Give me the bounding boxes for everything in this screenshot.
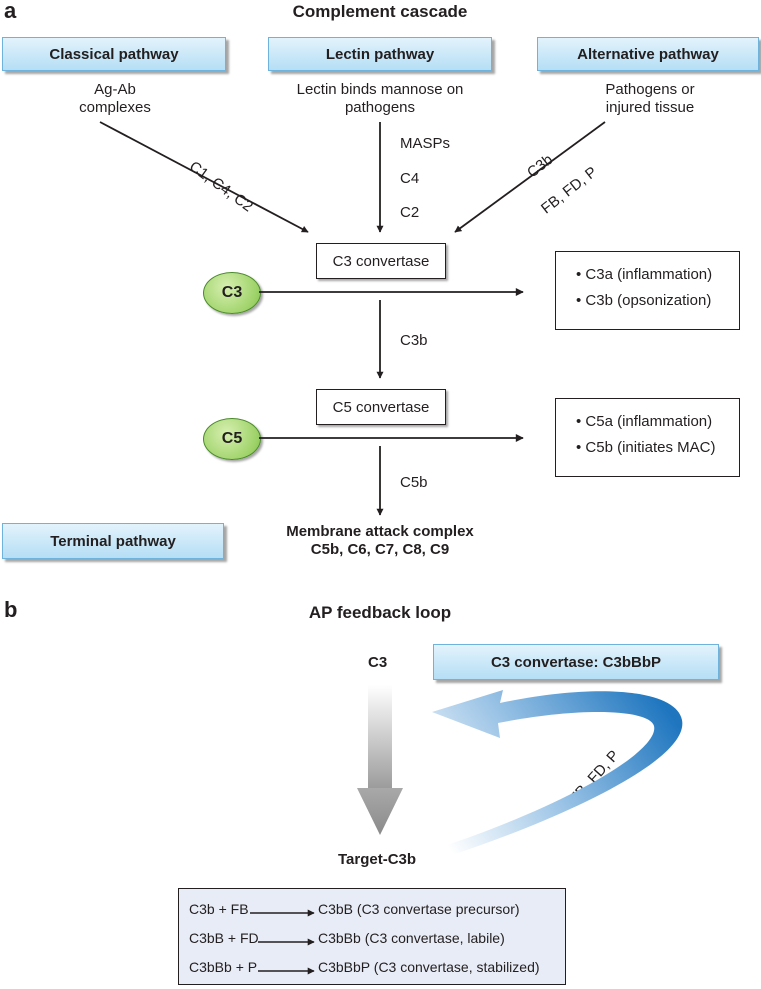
classical-arrow xyxy=(99,121,309,233)
reaction-right: C3bB (C3 convertase precursor) xyxy=(318,901,520,917)
reaction-left: C3bB + FD xyxy=(189,930,259,946)
classical-pathway-box: Classical pathway xyxy=(2,37,226,71)
c5-convertase-box: C5 convertase xyxy=(316,389,446,425)
lectin-trigger-line2: pathogens xyxy=(344,99,416,116)
c3-convertase-c3bbbp-box: C3 convertase: C3bBbP xyxy=(433,644,719,680)
panel-b-letter: b xyxy=(4,597,18,622)
classical-trigger-line2: complexes xyxy=(79,99,151,116)
c3b-step-label: C3b xyxy=(400,332,428,349)
classical-trigger: Ag-Ab complexes xyxy=(30,81,200,117)
c5-product-c5b: • C5b (initiates MAC) xyxy=(576,439,716,456)
reaction-right: C3bBb (C3 convertase, labile) xyxy=(318,930,505,946)
alternative-trigger-line2: injured tissue xyxy=(605,99,695,116)
alternative-trigger: Pathogens or injured tissue xyxy=(565,81,735,117)
c5-products-box: • C5a (inflammation) • C5b (initiates MA… xyxy=(555,398,740,477)
mac-line1: Membrane attack complex xyxy=(286,523,474,540)
target-c3b: Target-C3b xyxy=(338,851,417,868)
lectin-step-c2: C2 xyxy=(400,204,420,221)
lectin-trigger-line1: Lectin binds mannose on xyxy=(296,81,464,98)
c5-component: C5 xyxy=(203,418,261,460)
gray-arrow-head xyxy=(357,788,403,835)
panel-a-letter: a xyxy=(4,0,17,23)
gray-arrow-shaft xyxy=(368,685,392,788)
panel-a-title: Complement cascade xyxy=(292,2,468,21)
c5b-step-label: C5b xyxy=(400,474,428,491)
mac-line2: C5b, C6, C7, C8, C9 xyxy=(310,541,450,558)
lectin-step-masps: MASPs xyxy=(400,135,451,152)
alternative-trigger-line1: Pathogens or xyxy=(605,81,695,98)
panel-b-title: AP feedback loop xyxy=(308,603,452,622)
reaction-equations-box: C3b + FB C3bB (C3 convertase precursor) … xyxy=(178,888,566,985)
alternative-arrow xyxy=(454,121,606,233)
reaction-right: C3bBbP (C3 convertase, stabilized) xyxy=(318,959,540,975)
membrane-attack-complex: Membrane attack complex C5b, C6, C7, C8,… xyxy=(270,523,490,559)
c3-product-c3b: • C3b (opsonization) xyxy=(576,292,712,309)
blue-loop-arrow xyxy=(432,690,683,858)
panel-b-c3: C3 xyxy=(368,654,388,671)
c3-product-c3a: • C3a (inflammation) xyxy=(576,266,713,283)
classical-trigger-line1: Ag-Ab xyxy=(94,81,136,98)
lectin-trigger: Lectin binds mannose on pathogens xyxy=(270,81,490,117)
c3-convertase-box: C3 convertase xyxy=(316,243,446,279)
terminal-pathway-box: Terminal pathway xyxy=(2,523,224,559)
alternative-pathway-box: Alternative pathway xyxy=(537,37,759,71)
c3-products-box: • C3a (inflammation) • C3b (opsonization… xyxy=(555,251,740,330)
lectin-pathway-box: Lectin pathway xyxy=(268,37,492,71)
c3-component: C3 xyxy=(203,272,261,314)
lectin-step-c4: C4 xyxy=(400,170,420,187)
reaction-left: C3b + FB xyxy=(189,901,249,917)
reaction-left: C3bBb + P xyxy=(189,959,258,975)
c5-product-c5a: • C5a (inflammation) xyxy=(576,413,713,430)
